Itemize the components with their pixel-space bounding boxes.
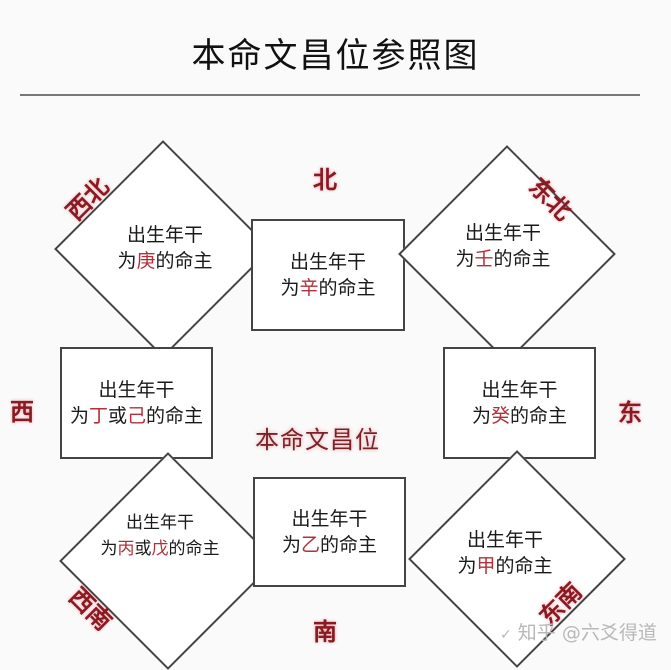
line2: 为庚的命主: [117, 250, 213, 272]
box-south: 出生年干 为乙的命主: [253, 477, 406, 587]
stem: 戊: [151, 539, 169, 559]
text-southwest: 出生年干 为丙或戊的命主: [80, 510, 240, 562]
stem: 己: [127, 405, 147, 427]
line2: 为壬的命主: [455, 248, 551, 270]
line1: 出生年干: [126, 513, 194, 533]
stem: 丁: [88, 405, 108, 427]
watermark-text: 知乎 @六爻得道: [517, 622, 657, 644]
stem: 甲: [476, 555, 496, 577]
direction-west: 西: [10, 398, 34, 426]
line1: 出生年干: [464, 222, 541, 244]
stem: 壬: [474, 248, 494, 270]
page-title: 本命文昌位参照图: [191, 36, 480, 76]
center-label: 本命文昌位: [255, 426, 380, 454]
line2: 为乙的命主: [281, 534, 378, 556]
line1: 出生年干: [289, 251, 366, 273]
line2: 为丁或己的命主: [69, 405, 204, 427]
line2: 为辛的命主: [280, 277, 376, 299]
line1: 出生年干: [98, 379, 175, 401]
line2: 为甲的命主: [457, 555, 553, 577]
stem: 庚: [136, 250, 156, 272]
text-northwest: 出生年干 为庚的命主: [85, 222, 245, 274]
watermark: ✓ 知乎 @六爻得道: [500, 618, 657, 645]
direction-north: 北: [313, 166, 337, 194]
line2: 为丙或戊的命主: [100, 539, 220, 559]
zhihu-logo-icon: ✓: [500, 627, 512, 643]
box-west: 出生年干 为丁或己的命主: [60, 347, 213, 459]
box-east: 出生年干 为癸的命主: [443, 347, 596, 459]
direction-east: 东: [618, 399, 642, 427]
text-northeast: 出生年干 为壬的命主: [428, 220, 578, 272]
direction-south: 南: [313, 618, 337, 646]
text-southeast: 出生年干 为甲的命主: [430, 527, 580, 579]
stem: 乙: [300, 534, 320, 556]
line1: 出生年干: [126, 224, 203, 246]
box-north: 出生年干 为辛的命主: [251, 219, 405, 331]
stem: 丙: [117, 539, 135, 559]
line1: 出生年干: [466, 529, 543, 551]
stem: 辛: [299, 277, 319, 299]
stem: 癸: [490, 405, 510, 427]
title-divider: [20, 94, 640, 96]
line1: 出生年干: [481, 379, 558, 401]
line2: 为癸的命主: [471, 405, 568, 427]
line1: 出生年干: [291, 508, 368, 530]
